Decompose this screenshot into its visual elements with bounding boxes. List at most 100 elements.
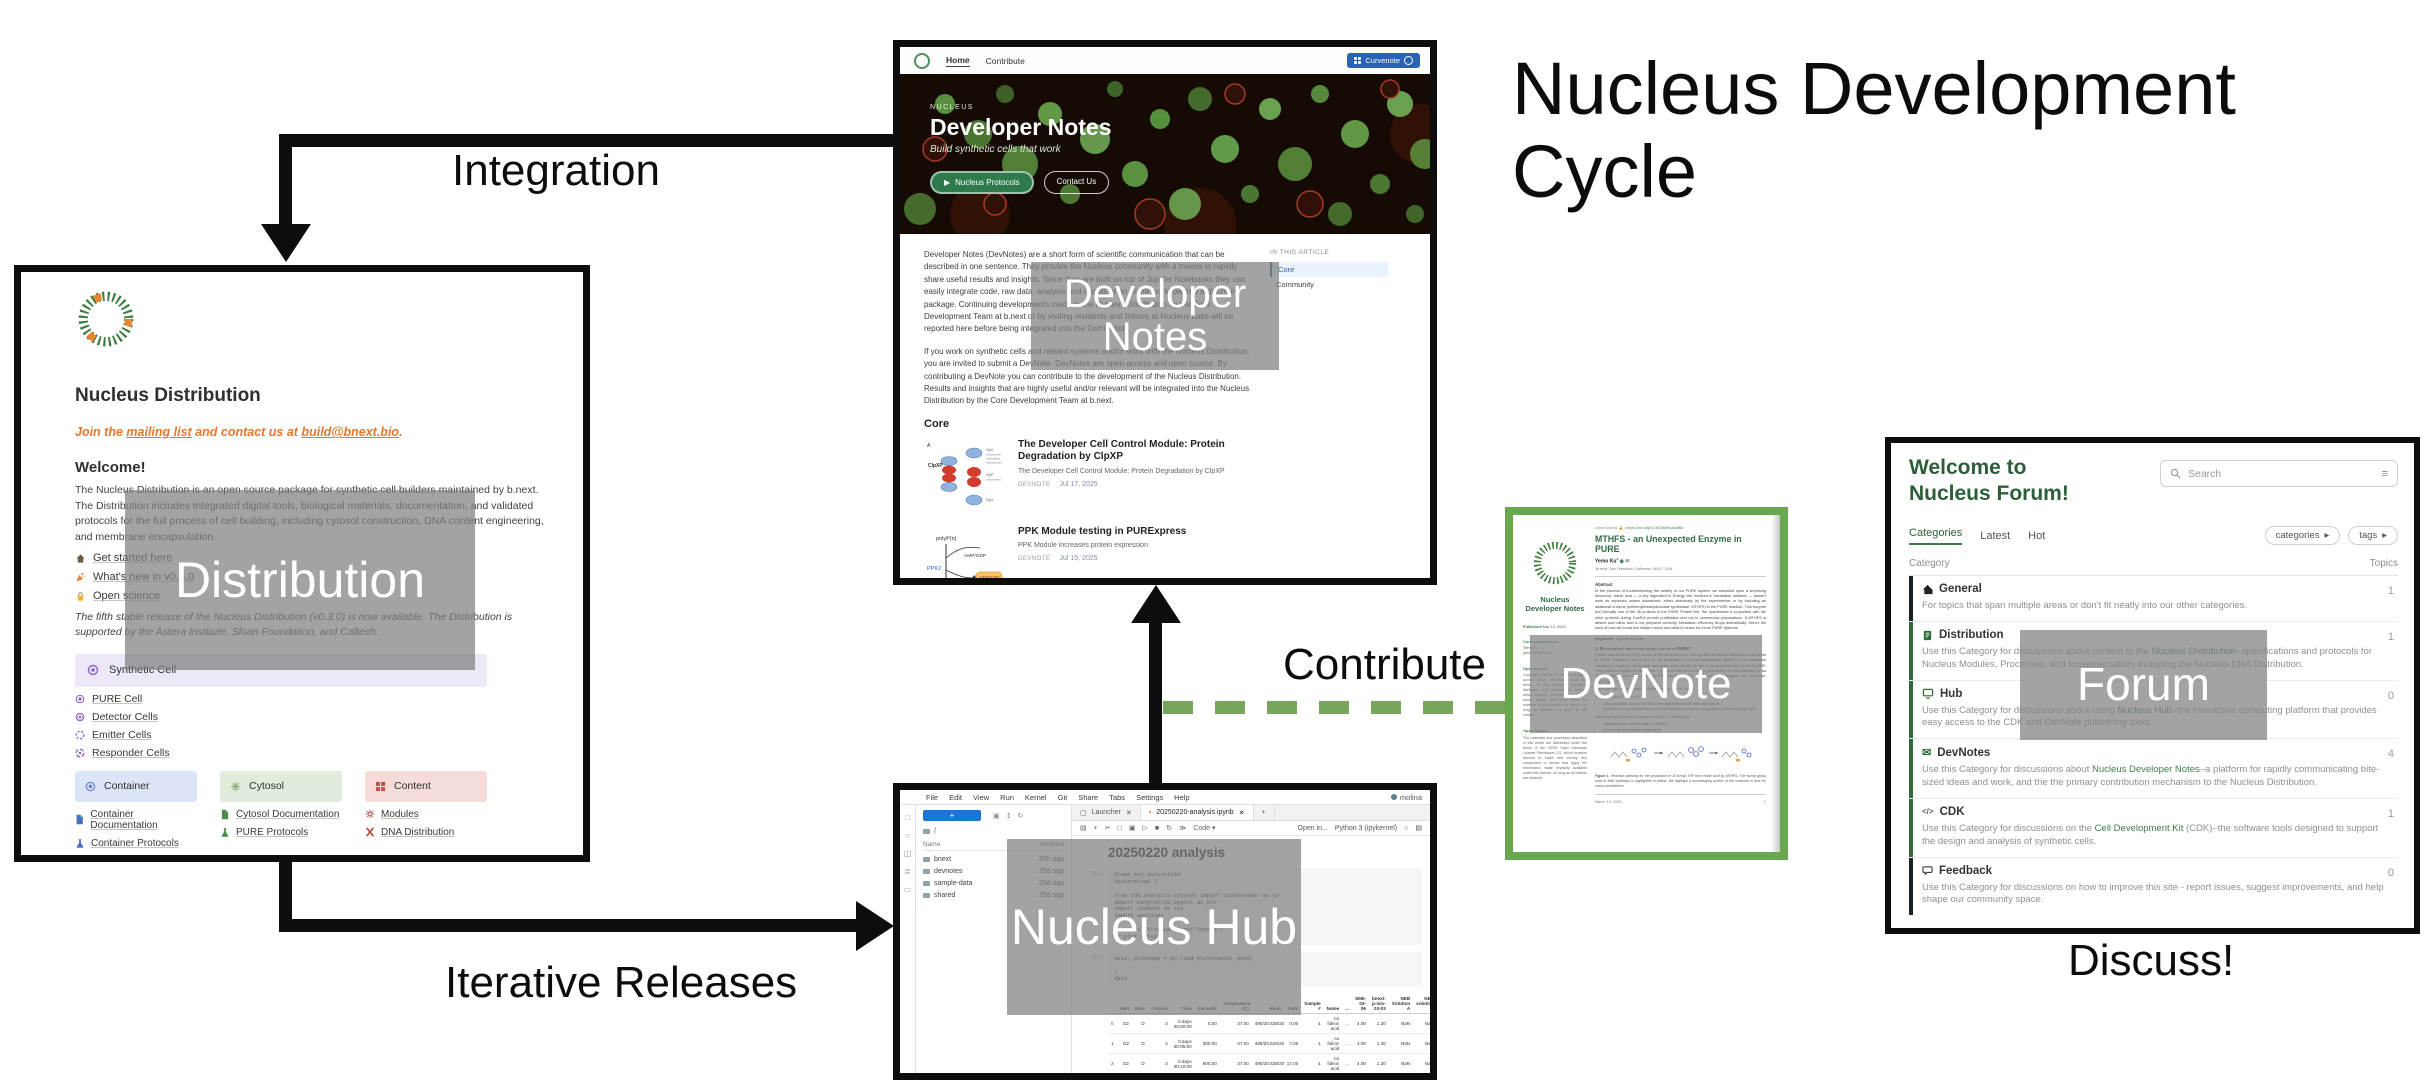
notebook-toolbar: ▤ + ✂ □ ▣ ▷ ■ ↻ ≫ Code ▾ Open in... Pyth…: [1072, 821, 1430, 836]
in-this-article-toc: IN THIS ARTICLE Core Community: [1270, 249, 1388, 578]
save-icon[interactable]: ▤: [1080, 825, 1087, 832]
email-icon[interactable]: ✉: [1625, 558, 1630, 565]
article-clpxp[interactable]: A ClpXP ClpX chaperone/ unfoldase/ trans…: [924, 438, 1256, 515]
topics-count: 0: [2387, 866, 2394, 879]
new-launcher-button[interactable]: +: [923, 810, 981, 821]
toc-rail-icon[interactable]: ≣: [904, 867, 911, 876]
pure-protocols-link[interactable]: PURE Protocols: [220, 827, 342, 838]
container-card[interactable]: Container: [75, 770, 197, 802]
cell-link-pure[interactable]: PURE Cell: [75, 693, 543, 705]
theme-toggle-icon[interactable]: [1404, 56, 1413, 65]
cell-type-select[interactable]: Code ▾: [1193, 825, 1216, 832]
new-tab-button[interactable]: +: [1254, 805, 1275, 820]
refresh-icon[interactable]: ↻: [1017, 813, 1024, 820]
contact-us-button[interactable]: Contact Us: [1043, 171, 1110, 194]
cut-icon[interactable]: ✂: [1104, 825, 1111, 832]
git-rail-icon[interactable]: ◫: [903, 849, 912, 858]
toc-item-community[interactable]: Community: [1276, 280, 1314, 289]
menu-view[interactable]: View: [973, 792, 990, 802]
paste-icon[interactable]: ▣: [1128, 825, 1136, 832]
kernel-name[interactable]: Python 3 (ipykernel): [1334, 824, 1398, 832]
toc-heading: IN THIS ARTICLE: [1270, 249, 1330, 256]
hero-tagline: Build synthetic cells that work: [930, 144, 1061, 155]
category-row-feedback[interactable]: Feedback Use this Category for discussio…: [1909, 857, 2398, 916]
tab-hot[interactable]: Hot: [2028, 529, 2046, 542]
tab-latest[interactable]: Latest: [1980, 529, 2011, 542]
svg-text:ClpP: ClpP: [986, 473, 994, 477]
menu-tabs[interactable]: Tabs: [1109, 792, 1126, 802]
run-icon[interactable]: ▷: [1142, 825, 1148, 832]
menu-edit[interactable]: Edit: [949, 792, 963, 802]
menu-share[interactable]: Share: [1078, 792, 1099, 802]
files-rail-icon[interactable]: □: [905, 813, 910, 822]
running-rail-icon[interactable]: ○: [905, 831, 910, 840]
close-icon[interactable]: ✕: [1125, 809, 1132, 817]
party-popper-icon: [76, 572, 85, 582]
upload-icon[interactable]: ↥: [1005, 813, 1012, 820]
dna-distribution-link[interactable]: DNA Distribution: [365, 827, 487, 838]
menu-settings[interactable]: Settings: [1136, 792, 1164, 802]
article-title[interactable]: The Developer Cell Control Module: Prote…: [1018, 438, 1225, 463]
copy-icon[interactable]: □: [1117, 824, 1122, 832]
cell-link-emitter[interactable]: Emitter Cells: [75, 729, 543, 741]
open-in-menu[interactable]: Open in...: [1297, 824, 1328, 832]
col-name[interactable]: Name: [923, 841, 941, 848]
cytosol-column: Cytosol Cytosol Documentation PURE Proto…: [220, 770, 342, 849]
published-row: Published Mar 13, 2025: [1523, 623, 1566, 629]
chevron-right-icon: ▸: [2324, 530, 2330, 542]
email-link[interactable]: build@bnext.bio: [301, 425, 400, 439]
container-protocols-link[interactable]: Container Protocols: [75, 838, 197, 849]
cytosol-card[interactable]: Cytosol: [220, 770, 342, 802]
category-row-devnotes[interactable]: ✉DevNotes Use this Category for discussi…: [1909, 739, 2398, 799]
cell-link-detector[interactable]: Detector Cells: [75, 711, 543, 723]
nucleus-protocols-button[interactable]: ▶Nucleus Protocols: [930, 171, 1034, 194]
new-folder-icon[interactable]: ▣: [992, 813, 1000, 820]
hamburger-menu-icon[interactable]: ≡: [2381, 467, 2388, 480]
doi-link[interactable]: https://doi.org/10.63765/hrva2868: [1626, 526, 1684, 530]
mailing-list-link[interactable]: mailing list: [126, 425, 192, 439]
restart-icon[interactable]: ↻: [1166, 825, 1172, 832]
content-card[interactable]: Content: [365, 770, 487, 802]
user-menu[interactable]: molina: [1390, 793, 1422, 802]
svg-text:translocase: translocase: [986, 460, 1002, 464]
modules-link[interactable]: Modules: [365, 809, 487, 820]
hero-kicker: NUCLEUS: [930, 104, 974, 111]
article-title[interactable]: PPK Module testing in PURExpress: [1018, 525, 1187, 537]
add-cell-icon[interactable]: +: [1093, 824, 1098, 832]
category-row-cdk[interactable]: </>CDK Use this Category for discussions…: [1909, 798, 2398, 858]
panel-layout-icon[interactable]: ▤: [1415, 825, 1422, 832]
run-all-icon[interactable]: ≫: [1178, 825, 1187, 832]
stop-icon[interactable]: ■: [1154, 824, 1160, 832]
category-row-general[interactable]: General For topics that span multiple ar…: [1909, 576, 2398, 623]
breadcrumb[interactable]: /: [923, 828, 1064, 835]
categories-filter-button[interactable]: categories▸: [2264, 526, 2341, 546]
tab-launcher[interactable]: ▢Launcher✕: [1072, 805, 1141, 820]
extensions-rail-icon[interactable]: ▭: [903, 885, 912, 894]
article-ppk[interactable]: polyP(n) AMP/GDP PPK2 ATP/GTP polyP(n-1): [924, 525, 1256, 578]
menu-file[interactable]: File: [926, 792, 939, 802]
content-column: Content Modules DNA Distribution: [365, 770, 487, 849]
menu-help[interactable]: Help: [1174, 792, 1190, 802]
devnotes-logo-icon: [914, 52, 930, 69]
tab-categories[interactable]: Categories: [1909, 527, 1963, 545]
tab-notebook[interactable]: ▪20250220-analysis.ipynb✕: [1140, 805, 1254, 820]
cell-link-responder[interactable]: Responder Cells: [75, 747, 543, 759]
orcid-icon[interactable]: ◉: [1619, 558, 1624, 565]
integration-arrow-horizontal: [279, 134, 893, 147]
nav-contribute-link[interactable]: Contribute: [985, 55, 1025, 66]
menu-run[interactable]: Run: [1000, 792, 1014, 802]
reaction-pathway-figure: [1610, 746, 1751, 762]
menu-git[interactable]: Git: [1057, 792, 1068, 802]
topics-count: 1: [2387, 807, 2394, 820]
search-input[interactable]: Search ≡: [2160, 460, 2398, 487]
container-doc-link[interactable]: Container Documentation: [75, 809, 197, 831]
tags-filter-button[interactable]: tags▸: [2348, 526, 2398, 546]
nav-home-link[interactable]: Home: [946, 54, 970, 67]
toc-item-core[interactable]: Core: [1270, 262, 1388, 277]
cytosol-doc-link[interactable]: Cytosol Documentation: [220, 809, 342, 820]
distribution-overlay-label: Distribution: [125, 490, 475, 670]
menu-kernel[interactable]: Kernel: [1024, 792, 1047, 802]
curvenote-button[interactable]: Curvenote: [1347, 53, 1420, 68]
close-icon[interactable]: ✕: [1238, 809, 1245, 817]
contribute-arrow-vertical: [1149, 620, 1162, 783]
